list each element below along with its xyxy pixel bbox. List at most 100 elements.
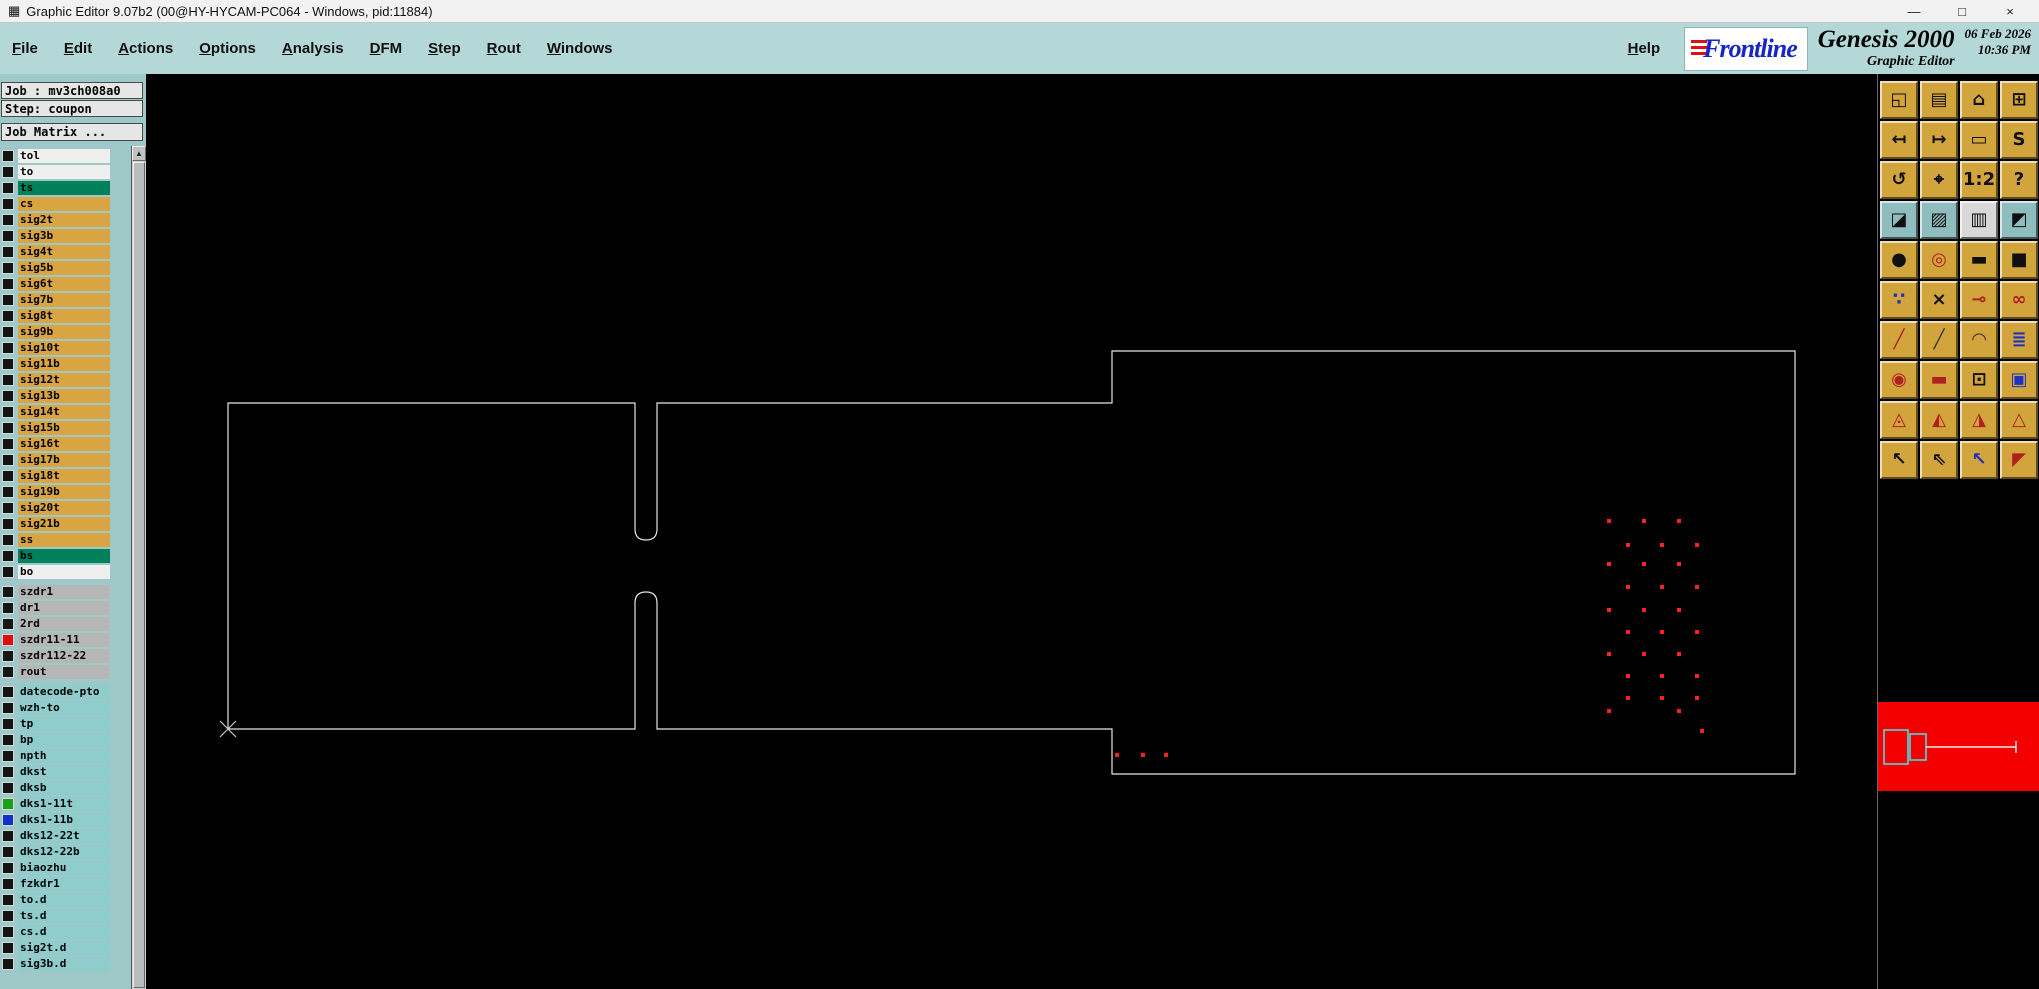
angle-0-button[interactable]: ◬: [1880, 401, 1918, 439]
overview-thumbnail[interactable]: [1878, 702, 2039, 791]
pad-snap-button[interactable]: ◉: [1880, 361, 1918, 399]
layer-visibility-checkbox[interactable]: [2, 309, 14, 322]
layer-visibility-checkbox[interactable]: [2, 649, 14, 662]
layer-visibility-checkbox[interactable]: [2, 665, 14, 678]
layer-name-button[interactable]: wzh-to: [18, 700, 110, 715]
layer-visibility-checkbox[interactable]: [2, 389, 14, 402]
menu-file[interactable]: File: [12, 40, 38, 57]
display-mode-a-button[interactable]: ◪: [1880, 201, 1918, 239]
arc-tool-button[interactable]: ◠: [1960, 321, 1998, 359]
layer-visibility-checkbox[interactable]: [2, 749, 14, 762]
layer-name-button[interactable]: sig6t: [18, 276, 110, 291]
layer-name-button[interactable]: bo: [18, 564, 110, 579]
menu-options[interactable]: Options: [199, 40, 256, 57]
layer-visibility-checkbox[interactable]: [2, 229, 14, 242]
scrollbar-thumb[interactable]: [133, 162, 145, 988]
trace-button[interactable]: ▬: [1920, 361, 1958, 399]
layer-visibility-checkbox[interactable]: [2, 861, 14, 874]
layer-name-button[interactable]: sig14t: [18, 404, 110, 419]
layer-name-button[interactable]: dkst: [18, 764, 110, 779]
layer-name-button[interactable]: ts.d: [18, 908, 110, 923]
layer-name-button[interactable]: sig8t: [18, 308, 110, 323]
layer-visibility-checkbox[interactable]: [2, 277, 14, 290]
layer-visibility-checkbox[interactable]: [2, 845, 14, 858]
step-selector[interactable]: Step: coupon: [1, 100, 143, 117]
menu-windows[interactable]: Windows: [546, 40, 613, 57]
endpoint-tool-button[interactable]: ⊸: [1960, 281, 1998, 319]
layer-visibility-checkbox[interactable]: [2, 373, 14, 386]
layer-visibility-checkbox[interactable]: [2, 829, 14, 842]
layer-visibility-checkbox[interactable]: [2, 765, 14, 778]
layer-name-button[interactable]: sig17b: [18, 452, 110, 467]
layer-name-button[interactable]: npth: [18, 748, 110, 763]
menu-dfm[interactable]: DFM: [369, 40, 403, 57]
layer-visibility-checkbox[interactable]: [2, 813, 14, 826]
layer-visibility-checkbox[interactable]: [2, 877, 14, 890]
center-origin-button[interactable]: ⌖: [1920, 161, 1958, 199]
layer-name-button[interactable]: ss: [18, 532, 110, 547]
delete-tool-button[interactable]: ×: [1920, 281, 1958, 319]
layer-visibility-checkbox[interactable]: [2, 717, 14, 730]
layer-visibility-checkbox[interactable]: [2, 585, 14, 598]
pan-right-button[interactable]: ↦: [1920, 121, 1958, 159]
menu-actions[interactable]: Actions: [118, 40, 174, 57]
menu-rout[interactable]: Rout: [486, 40, 521, 57]
layer-visibility-checkbox[interactable]: [2, 517, 14, 530]
layer-name-button[interactable]: sig11b: [18, 356, 110, 371]
swap-button[interactable]: ▣: [2000, 361, 2038, 399]
layer-name-button[interactable]: sig5b: [18, 260, 110, 275]
reference-frame-button[interactable]: ⊡: [1960, 361, 1998, 399]
display-mode-c-button[interactable]: ▥: [1960, 201, 1998, 239]
scroll-up-icon[interactable]: ▲: [132, 146, 146, 161]
thin-line-button[interactable]: ╱: [1920, 321, 1958, 359]
layer-visibility-checkbox[interactable]: [2, 485, 14, 498]
layer-visibility-checkbox[interactable]: [2, 325, 14, 338]
layer-visibility-checkbox[interactable]: [2, 685, 14, 698]
layer-name-button[interactable]: sig13b: [18, 388, 110, 403]
layer-name-button[interactable]: sig20t: [18, 500, 110, 515]
surface-tool-button[interactable]: ■: [2000, 241, 2038, 279]
drawing-canvas[interactable]: [146, 74, 1877, 989]
layer-visibility-checkbox[interactable]: [2, 421, 14, 434]
overlay-window-button[interactable]: ▭: [1960, 121, 1998, 159]
layer-visibility-checkbox[interactable]: [2, 941, 14, 954]
layer-visibility-checkbox[interactable]: [2, 469, 14, 482]
menu-edit[interactable]: Edit: [63, 40, 93, 57]
flash-tool-button[interactable]: ◎: [1920, 241, 1958, 279]
layer-name-button[interactable]: szdr112-22: [18, 648, 110, 663]
layer-name-button[interactable]: sig2t.d: [18, 940, 110, 955]
layer-visibility-checkbox[interactable]: [2, 341, 14, 354]
layer-name-button[interactable]: dksb: [18, 780, 110, 795]
layer-name-button[interactable]: sig19b: [18, 484, 110, 499]
select-cursor-button[interactable]: ↖: [1880, 441, 1918, 479]
layer-name-button[interactable]: to.d: [18, 892, 110, 907]
layer-name-button[interactable]: tp: [18, 716, 110, 731]
layer-visibility-checkbox[interactable]: [2, 781, 14, 794]
snap-button[interactable]: S: [2000, 121, 2038, 159]
layer-name-button[interactable]: cs: [18, 196, 110, 211]
layer-name-button[interactable]: 2rd: [18, 616, 110, 631]
layer-visibility-checkbox[interactable]: [2, 957, 14, 970]
display-mode-b-button[interactable]: ▨: [1920, 201, 1958, 239]
select-net-cursor-button[interactable]: ↖: [1960, 441, 1998, 479]
layer-visibility-checkbox[interactable]: [2, 453, 14, 466]
layer-visibility-checkbox[interactable]: [2, 165, 14, 178]
layer-name-button[interactable]: dks1-11b: [18, 812, 110, 827]
zoom-home-button[interactable]: ⌂: [1960, 81, 1998, 119]
layer-visibility-checkbox[interactable]: [2, 357, 14, 370]
layer-name-button[interactable]: dks12-22t: [18, 828, 110, 843]
job-matrix-button[interactable]: Job Matrix ...: [1, 123, 143, 141]
layer-visibility-checkbox[interactable]: [2, 293, 14, 306]
layer-visibility-checkbox[interactable]: [2, 565, 14, 578]
minimize-button[interactable]: —: [1907, 3, 1921, 19]
layer-visibility-checkbox[interactable]: [2, 633, 14, 646]
layer-name-button[interactable]: datecode-pto: [18, 684, 110, 699]
angle-any-button[interactable]: △: [2000, 401, 2038, 439]
layer-name-button[interactable]: sig10t: [18, 340, 110, 355]
angle-90-button[interactable]: ◮: [1960, 401, 1998, 439]
redraw-button[interactable]: ↺: [1880, 161, 1918, 199]
layer-name-button[interactable]: bp: [18, 732, 110, 747]
layer-name-button[interactable]: sig3b: [18, 228, 110, 243]
layer-visibility-checkbox[interactable]: [2, 533, 14, 546]
menu-step[interactable]: Step: [428, 40, 461, 57]
